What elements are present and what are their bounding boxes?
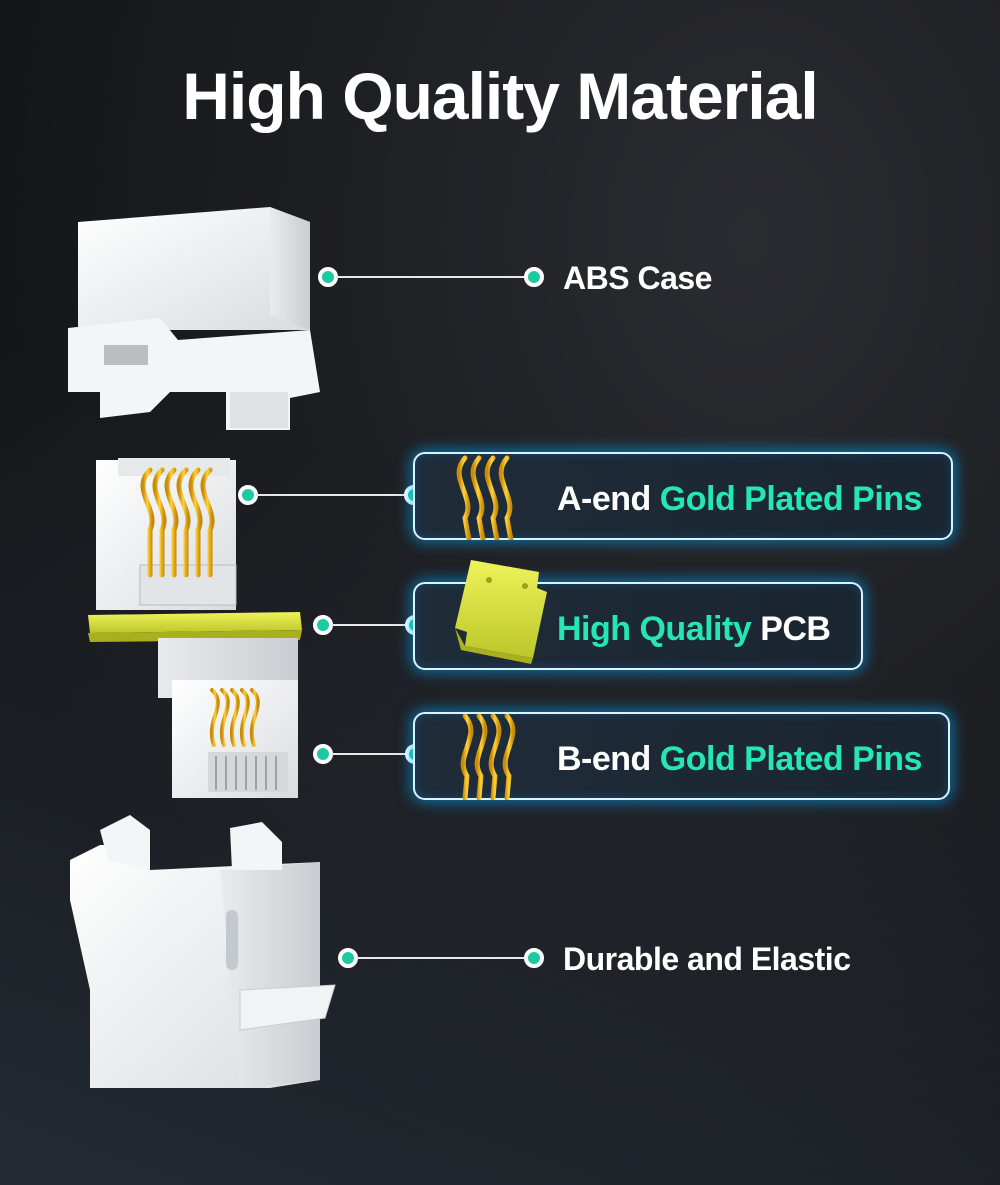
pcb-board-icon xyxy=(88,612,302,642)
b-end-card: B-end Gold Plated Pins xyxy=(413,712,950,800)
b-end-label: B-end Gold Plated Pins xyxy=(557,740,922,779)
abs-case-label: ABS Case xyxy=(563,260,712,296)
a-end-start-dot xyxy=(238,485,258,505)
pcb-connector xyxy=(313,615,428,635)
b-end-highlight: Gold Plated Pins xyxy=(659,740,923,778)
a-end-module-icon xyxy=(96,458,237,610)
a-end-line xyxy=(256,494,408,496)
pcb-start-dot xyxy=(313,615,333,635)
durable-connector xyxy=(338,948,548,968)
b-end-prefix: B-end xyxy=(557,740,651,778)
b-end-start-dot xyxy=(313,744,333,764)
b-end-module-icon xyxy=(158,638,298,798)
abs-case-connector xyxy=(318,267,548,287)
gold-pins-icon xyxy=(456,455,514,540)
durable-start-dot xyxy=(338,948,358,968)
a-end-card: A-end Gold Plated Pins xyxy=(413,452,953,540)
pcb-label: High Quality PCB xyxy=(557,610,831,649)
pcb-card: High Quality PCB xyxy=(413,560,863,670)
gold-pins-b-icon xyxy=(460,714,516,800)
pcb-line xyxy=(331,624,411,626)
a-end-label: A-end Gold Plated Pins xyxy=(557,480,922,519)
a-end-highlight: Gold Plated Pins xyxy=(659,480,923,518)
b-end-line xyxy=(331,753,411,755)
abs-case-start-dot xyxy=(318,267,338,287)
a-end-connector xyxy=(238,485,428,505)
durable-line xyxy=(356,957,528,959)
page-title: High Quality Material xyxy=(182,59,818,133)
b-end-connector xyxy=(313,744,428,764)
durable-end-dot xyxy=(524,948,544,968)
abs-case-line xyxy=(336,276,528,278)
pcb-highlight: High Quality xyxy=(557,610,752,648)
pcb-board-thumb-icon xyxy=(455,560,547,664)
pcb-suffix: PCB xyxy=(760,610,831,648)
connector-case-bottom-icon xyxy=(70,815,336,1088)
abs-case-end-dot xyxy=(524,267,544,287)
connector-case-top-icon xyxy=(68,207,320,430)
a-end-prefix: A-end xyxy=(557,480,651,518)
durable-label: Durable and Elastic xyxy=(563,941,851,977)
